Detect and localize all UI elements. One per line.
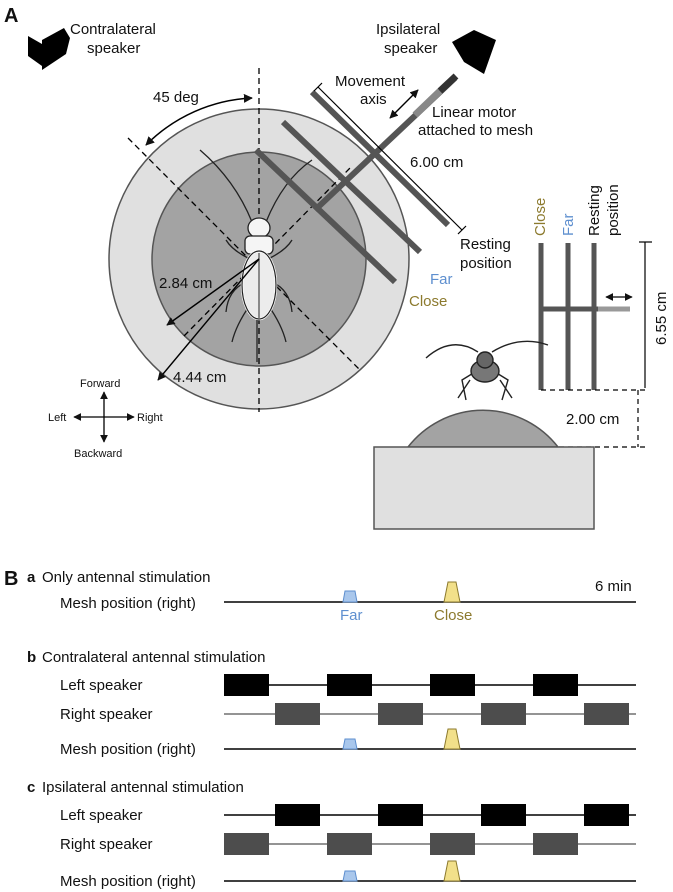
compass-backward: Backward (74, 448, 122, 460)
row-c-letter: c (27, 779, 35, 796)
resting-position-label-line1: Resting (460, 236, 511, 253)
row-c-close-pulse (443, 860, 461, 882)
duration-label: 6 min (595, 578, 632, 595)
mesh-side-view (538, 243, 630, 390)
row-b-close-pulse (443, 728, 461, 750)
linear-motor-label-line2: attached to mesh (418, 122, 533, 139)
radius-outer-label: 4.44 cm (173, 369, 226, 386)
movement-axis-label-line1: Movement (335, 73, 406, 90)
row-b-right-speaker-label: Right speaker (60, 706, 153, 723)
movement-axis-label-line2: axis (360, 91, 387, 108)
angle-label: 45 deg (153, 89, 199, 106)
contralateral-speaker-label-line2: speaker (87, 40, 140, 57)
row-c-mesh-label: Mesh position (right) (60, 873, 196, 890)
row-a-mesh-label: Mesh position (right) (60, 595, 196, 612)
row-c-far-pulse (342, 870, 358, 882)
row-c-right-speaker-label: Right speaker (60, 836, 153, 853)
linear-motor (437, 73, 459, 94)
radius-outer-arrow (157, 258, 260, 381)
resting-position-label-line2: position (460, 255, 512, 272)
row-b-mesh-label: Mesh position (right) (60, 741, 196, 758)
row-a-far-pulse (342, 590, 358, 603)
row-c-title: Ipsilateral antennal stimulation (42, 779, 244, 796)
row-b-letter: b (27, 649, 36, 666)
ipsilateral-speaker-label-line1: Ipsilateral (376, 21, 440, 38)
row-c-left-blocks (275, 804, 629, 826)
angle-arc (145, 93, 253, 146)
dimension-6cm (317, 86, 463, 231)
compass-icon (73, 391, 135, 443)
row-a-close-pulse (443, 581, 461, 603)
mesh-resting-bar (309, 89, 451, 228)
mesh-far-bar (280, 119, 423, 255)
movement-axis-arrow (389, 89, 419, 119)
row-b-left-speaker-label: Left speaker (60, 677, 143, 694)
cricket-top-icon (199, 149, 313, 362)
arena-platform (373, 446, 595, 530)
diagonal-axis (127, 137, 361, 371)
linear-motor-label-line1: Linear motor (432, 104, 516, 121)
row-a-letter: a (27, 569, 36, 586)
ipsilateral-speaker-label-line2: speaker (384, 40, 437, 57)
radius-inner-label: 2.84 cm (159, 275, 212, 292)
row-b-far-pulse (342, 738, 358, 750)
dist-mesh-label: 6.00 cm (410, 154, 463, 171)
mesh-close-bar (253, 147, 398, 285)
contralateral-speaker-label-line1: Contralateral (70, 21, 156, 38)
compass-left: Left (48, 412, 66, 424)
radius-inner-arrow (166, 258, 260, 326)
close-label: Close (409, 293, 447, 310)
compass-right: Right (137, 412, 163, 424)
row-b-title: Contralateral antennal stimulation (42, 649, 265, 666)
side-resting-label-line2: position (605, 184, 622, 236)
row-a-close-label: Close (434, 607, 472, 624)
row-c-right-blocks (224, 833, 578, 855)
panel-b-letter: B (4, 568, 18, 590)
side-gap-label: 2.00 cm (566, 411, 619, 428)
side-close-label: Close (532, 198, 549, 236)
row-b-right-blocks (275, 703, 629, 725)
compass-forward: Forward (80, 378, 120, 390)
side-height-label: 6.55 cm (653, 292, 670, 345)
cricket-front-icon (425, 340, 549, 401)
arena-dome (406, 409, 560, 448)
row-b-left-blocks (224, 674, 578, 696)
contralateral-speaker-icon (28, 28, 70, 70)
far-label: Far (430, 271, 453, 288)
side-far-label: Far (560, 213, 577, 236)
mesh-bars-top-view (253, 73, 459, 285)
row-a-far-label: Far (340, 607, 363, 624)
side-resting-label-line1: Resting (586, 185, 603, 236)
row-c-left-speaker-label: Left speaker (60, 807, 143, 824)
row-a-title: Only antennal stimulation (42, 569, 210, 586)
ipsilateral-speaker-icon (452, 30, 496, 74)
panel-a-letter: A (4, 5, 18, 27)
